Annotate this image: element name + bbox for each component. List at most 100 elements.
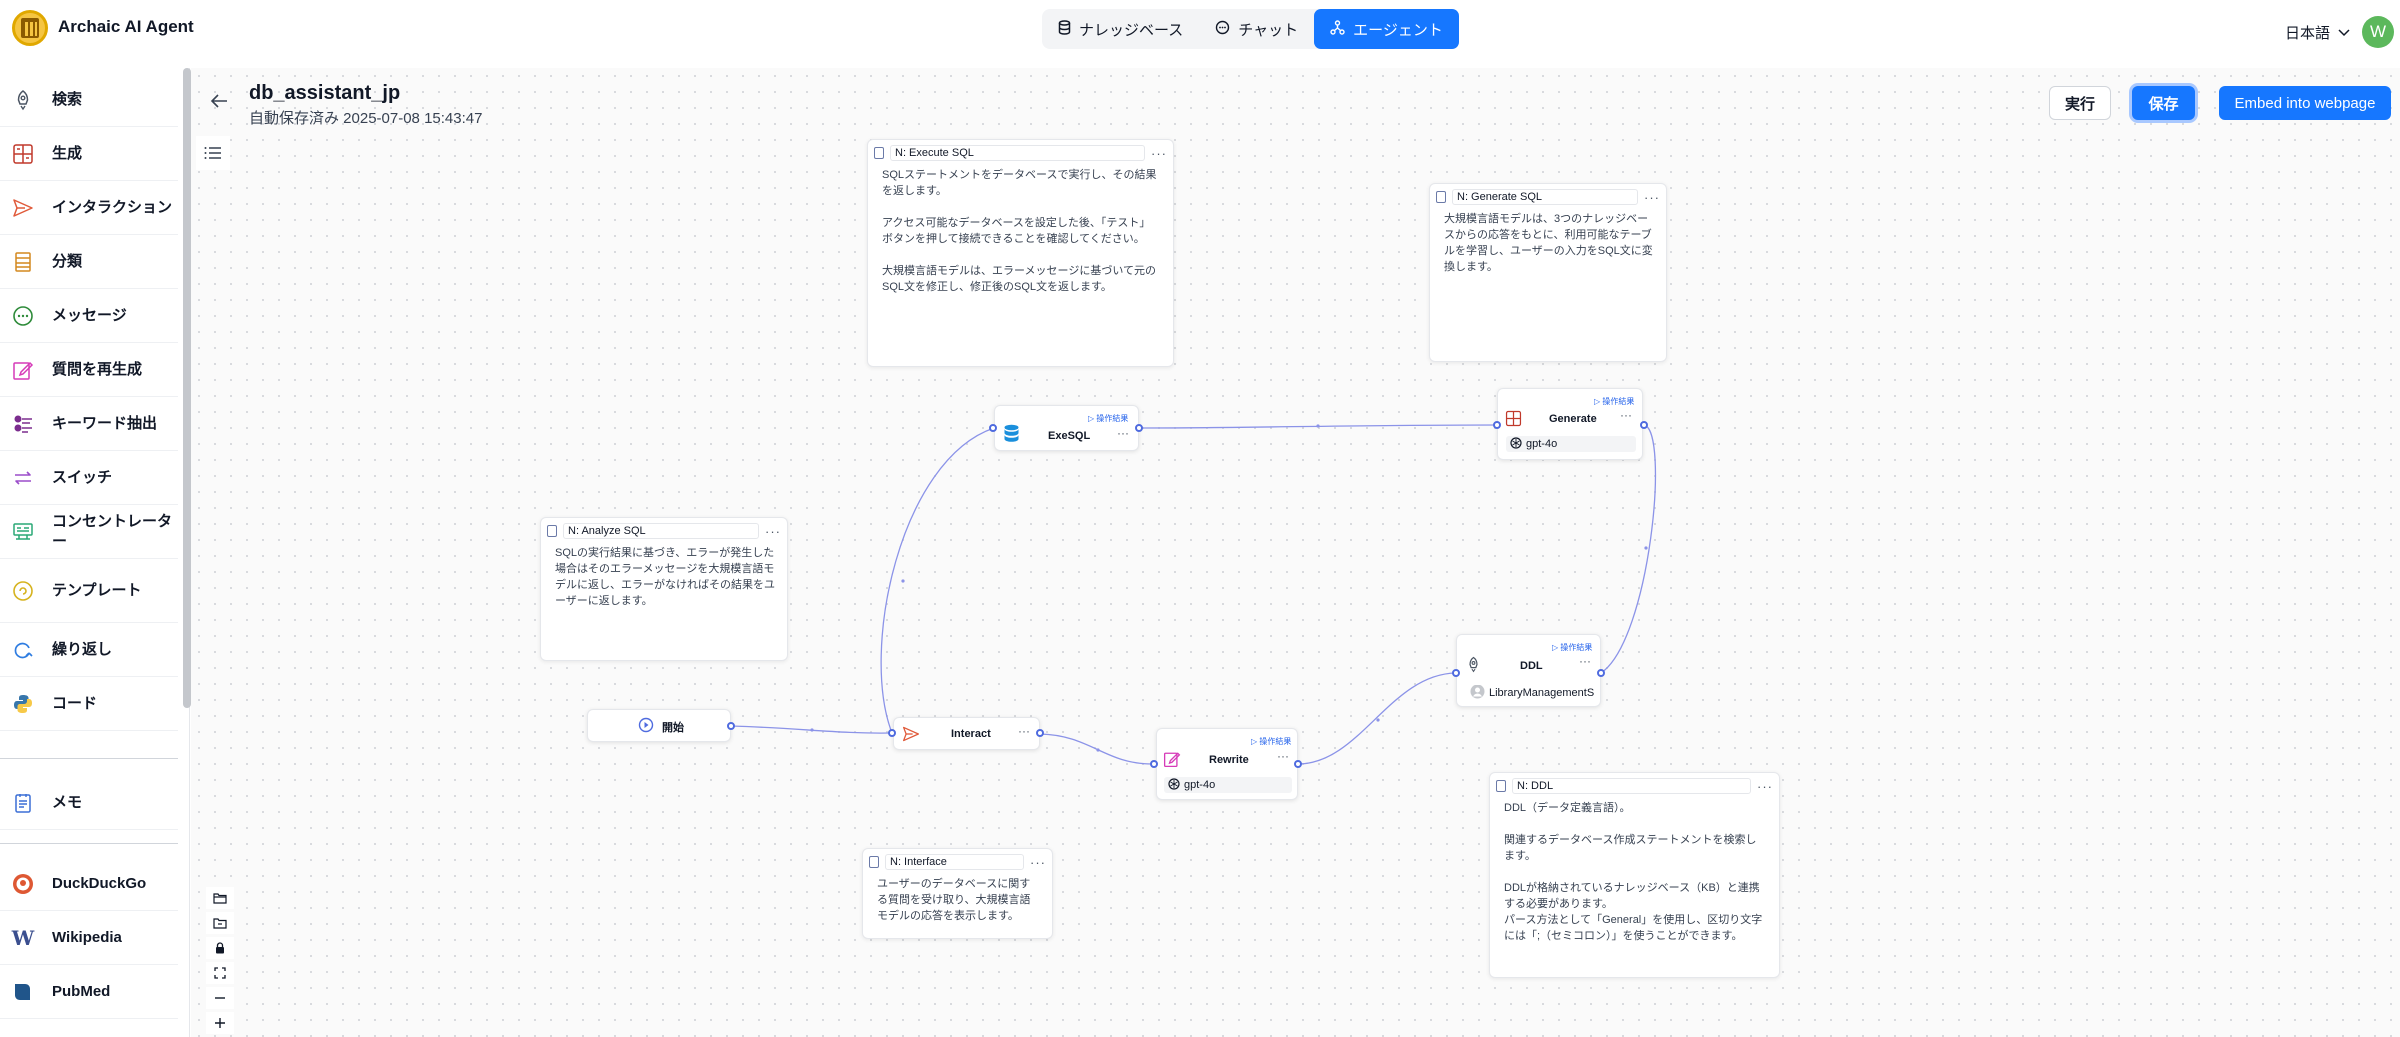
flow-canvas[interactable] [191, 68, 2400, 1037]
note-icon [1436, 191, 1446, 203]
node-label: ExeSQL [1048, 430, 1091, 442]
node-exesql[interactable]: ▷ 操作結果 ExeSQL ··· [994, 405, 1139, 451]
port-begin-out[interactable] [727, 722, 735, 730]
note-interface[interactable]: N: Interface ··· ユーザーのデータベースに関する質問を受け取り、大… [862, 848, 1053, 939]
note-icon [10, 790, 36, 816]
run-result-link[interactable]: ▷ 操作結果 [1594, 397, 1635, 406]
sidebar-item-label: コード [52, 694, 98, 712]
sidebar-item-generate[interactable]: 生成 [0, 127, 178, 181]
port-exesql-out[interactable] [1135, 424, 1143, 432]
categorize-icon [10, 249, 36, 275]
folder-icon[interactable] [206, 912, 234, 934]
sidebar-item-retrieval[interactable]: 検索 [0, 73, 178, 127]
run-result-link[interactable]: ▷ 操作結果 [1088, 414, 1129, 423]
note-analyze-sql[interactable]: N: Analyze SQL ··· SQLの実行結果に基づき、エラーが発生した場… [540, 517, 788, 661]
note-icon [1496, 780, 1506, 792]
send-icon [10, 195, 36, 221]
sidebar-item-code[interactable]: コード [0, 677, 178, 731]
port-ddl-in[interactable] [1452, 669, 1460, 677]
sidebar-item-note[interactable]: メモ [0, 776, 178, 830]
sidebar-item-label: 質問を再生成 [52, 360, 143, 378]
more-icon[interactable]: ··· [1117, 426, 1129, 440]
sidebar-item-label: 分類 [52, 252, 83, 270]
sidebar-item-switch[interactable]: スイッチ [0, 451, 178, 505]
port-generate-in[interactable] [1493, 421, 1501, 429]
note-title[interactable]: N: DDL [1512, 778, 1751, 794]
port-rewrite-out[interactable] [1294, 760, 1302, 768]
lock-icon[interactable] [206, 937, 234, 959]
list-icon[interactable] [196, 136, 230, 170]
fit-view-icon[interactable] [206, 962, 234, 984]
note-title[interactable]: N: Execute SQL [890, 145, 1145, 161]
note-body[interactable]: DDL（データ定義言語）。 関連するデータベース作成ステートメントを検索します。… [1504, 802, 1763, 942]
more-icon[interactable]: ··· [1018, 724, 1030, 738]
more-icon[interactable]: ··· [1030, 854, 1046, 870]
sidebar-item-label: Wikipedia [52, 928, 122, 946]
note-body[interactable]: 大規模言語モデルは、3つのナレッジベースからの応答をもとに、利用可能なテーブルを… [1444, 213, 1653, 273]
sidebar-item-label: キーワード抽出 [52, 414, 158, 432]
node-rewrite[interactable]: ▷ 操作結果 Rewrite ··· gpt-4o [1156, 728, 1298, 800]
note-icon [874, 147, 884, 159]
sidebar-item-label: コンセントレーター [52, 512, 173, 550]
node-begin[interactable]: 開始 [587, 709, 731, 742]
sidebar-item-loop[interactable]: 繰り返し [0, 623, 178, 677]
sidebar-item-template[interactable]: テンプレート [0, 559, 178, 623]
language-select[interactable]: 日本語 [2285, 22, 2350, 43]
tab-knowledge-base[interactable]: ナレッジベース [1042, 9, 1199, 49]
more-icon[interactable]: ··· [1620, 408, 1632, 422]
folder-open-icon[interactable] [206, 887, 234, 909]
port-rewrite-in[interactable] [1150, 760, 1158, 768]
sidebar-item-wikipedia[interactable]: W Wikipedia [0, 911, 178, 965]
more-icon[interactable]: ··· [765, 523, 781, 539]
zoom-out-icon[interactable] [206, 987, 234, 1009]
user-avatar[interactable]: W [2362, 16, 2394, 48]
sidebar-item-duckduckgo[interactable]: DuckDuckGo [0, 857, 178, 911]
more-icon[interactable]: ··· [1151, 145, 1167, 161]
more-icon[interactable]: ··· [1277, 749, 1289, 763]
zoom-in-icon[interactable] [206, 1012, 234, 1034]
run-result-link[interactable]: ▷ 操作結果 [1251, 737, 1292, 746]
note-body[interactable]: SQLの実行結果に基づき、エラーが発生した場合はそのエラーメッセージを大規模言語… [555, 547, 775, 607]
model-badge: gpt-4o [1164, 777, 1292, 793]
note-body[interactable]: SQLステートメントをデータベースで実行し、その結果を返します。 アクセス可能な… [882, 169, 1157, 293]
keyword-icon [10, 411, 36, 437]
sidebar-item-label: メッセージ [52, 306, 127, 324]
node-label: Interact [951, 728, 991, 740]
back-arrow-icon[interactable] [210, 92, 228, 115]
embed-button[interactable]: Embed into webpage [2219, 86, 2391, 120]
sidebar-item-message[interactable]: メッセージ [0, 289, 178, 343]
note-ddl[interactable]: N: DDL ··· DDL（データ定義言語）。 関連するデータベース作成ステート… [1489, 772, 1780, 978]
sidebar-item-concentrator[interactable]: コンセントレーター [0, 505, 178, 559]
port-interact-in[interactable] [888, 729, 896, 737]
node-ddl[interactable]: ▷ 操作結果 DDL ··· LibraryManagementS [1456, 634, 1601, 707]
tab-agent[interactable]: エージェント [1314, 9, 1459, 49]
node-interact[interactable]: Interact ··· [893, 717, 1040, 750]
sidebar-item-keyword[interactable]: キーワード抽出 [0, 397, 178, 451]
sidebar-item-pubmed[interactable]: PubMed [0, 965, 178, 1019]
note-body[interactable]: ユーザーのデータベースに関する質問を受け取り、大規模言語モデルの応答を表示します… [877, 878, 1031, 922]
run-button[interactable]: 実行 [2049, 86, 2111, 120]
note-title[interactable]: N: Generate SQL [1452, 189, 1638, 205]
more-icon[interactable]: ··· [1579, 654, 1591, 668]
generate-icon [10, 141, 36, 167]
port-generate-out[interactable] [1640, 421, 1648, 429]
save-button[interactable]: 保存 [2132, 86, 2195, 120]
note-title[interactable]: N: Interface [885, 854, 1024, 870]
more-icon[interactable]: ··· [1757, 778, 1773, 794]
note-title[interactable]: N: Analyze SQL [563, 523, 759, 539]
switch-icon [10, 465, 36, 491]
sidebar-item-interact[interactable]: インタラクション [0, 181, 178, 235]
rocket-icon [1465, 656, 1482, 677]
tab-chat[interactable]: チャット [1199, 9, 1314, 49]
note-execute-sql[interactable]: N: Execute SQL ··· SQLステートメントをデータベースで実行し、… [867, 139, 1174, 367]
node-generate[interactable]: ▷ 操作結果 Generate ··· gpt-4o [1497, 388, 1643, 460]
note-generate-sql[interactable]: N: Generate SQL ··· 大規模言語モデルは、3つのナレッジベースか… [1429, 183, 1667, 362]
sidebar-item-categorize[interactable]: 分類 [0, 235, 178, 289]
more-icon[interactable]: ··· [1644, 189, 1660, 205]
port-ddl-out[interactable] [1597, 669, 1605, 677]
sidebar-item-rewrite[interactable]: 質問を再生成 [0, 343, 178, 397]
port-exesql-in[interactable] [989, 424, 997, 432]
port-interact-out[interactable] [1036, 729, 1044, 737]
sidebar-scrollbar[interactable] [183, 68, 191, 708]
run-result-link[interactable]: ▷ 操作結果 [1552, 643, 1593, 652]
